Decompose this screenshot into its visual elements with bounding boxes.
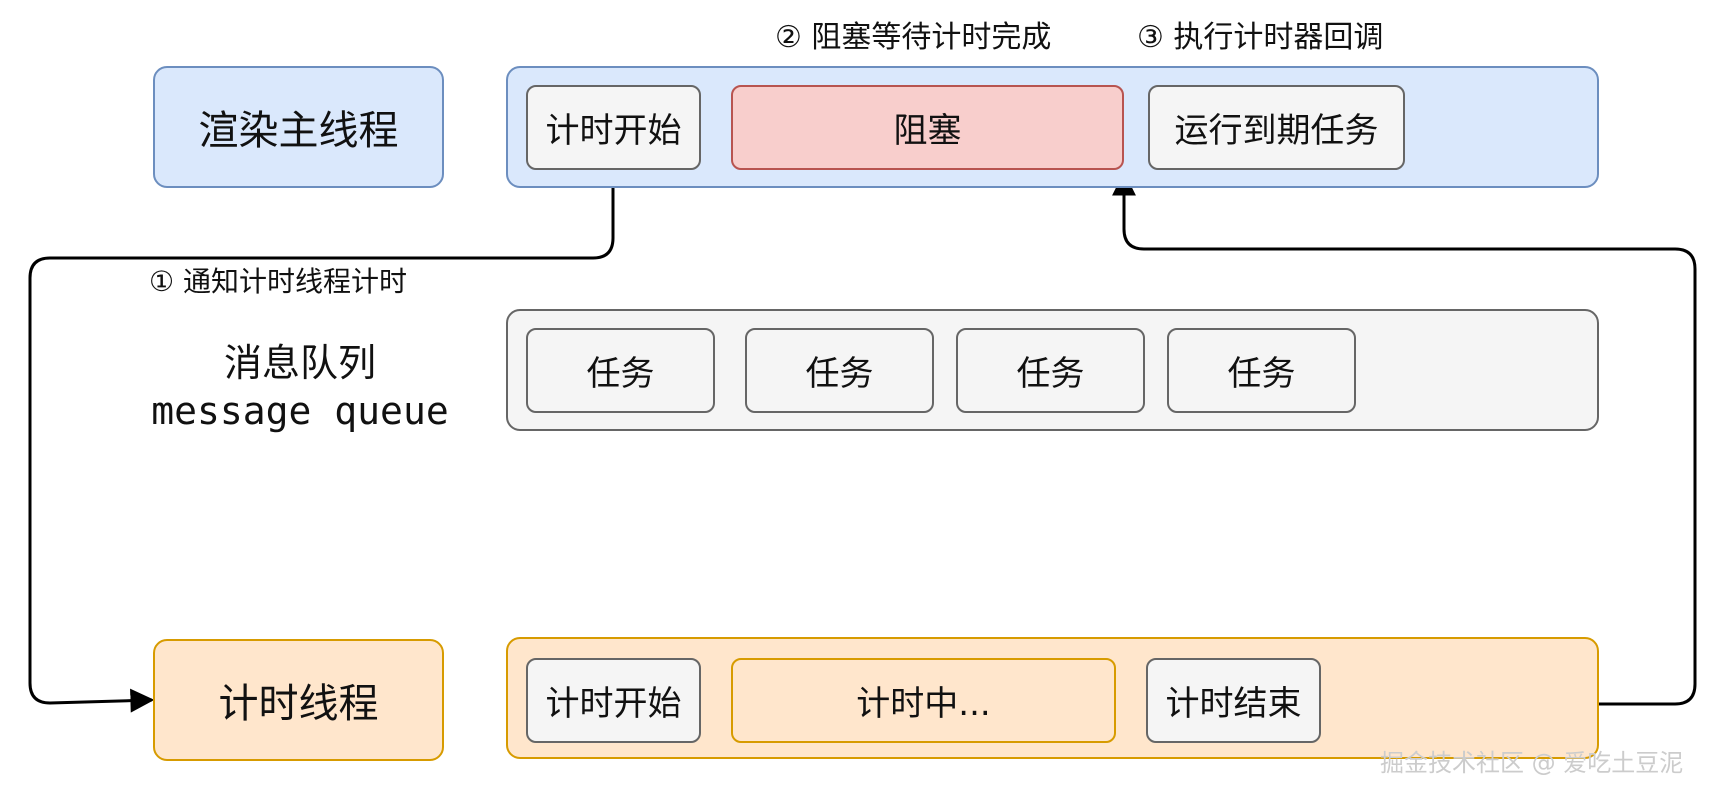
annotation-step3: ③ 执行计时器回调 — [1137, 20, 1384, 55]
queue-task: 任务 — [1167, 328, 1356, 413]
queue-task: 任务 — [745, 328, 934, 413]
annotation-step2: ② 阻塞等待计时完成 — [775, 20, 1052, 55]
render-step-blocked: 阻塞 — [731, 85, 1124, 170]
timer-step-running: 计时中... — [731, 658, 1116, 743]
message-queue-label-cn: 消息队列 — [223, 341, 376, 385]
notify-timer-arrow — [28, 172, 615, 713]
watermark: 掘金技术社区 @ 爱吃土豆泥 — [1380, 749, 1684, 777]
timer-thread-label: 计时线程 — [153, 639, 444, 761]
timer-step-end: 计时结束 — [1146, 658, 1321, 743]
message-queue-label: 消息队列 message queue — [120, 332, 480, 442]
annotation-step1: ① 通知计时线程计时 — [149, 265, 408, 298]
callback-arrow — [1112, 171, 1697, 706]
queue-task: 任务 — [526, 328, 715, 413]
render-step-timer-start: 计时开始 — [526, 85, 701, 170]
message-queue-label-en: message queue — [151, 389, 449, 433]
render-step-run-expired-task: 运行到期任务 — [1148, 85, 1405, 170]
render-thread-label: 渲染主线程 — [153, 66, 444, 188]
queue-task: 任务 — [956, 328, 1145, 413]
timer-step-start: 计时开始 — [526, 658, 701, 743]
